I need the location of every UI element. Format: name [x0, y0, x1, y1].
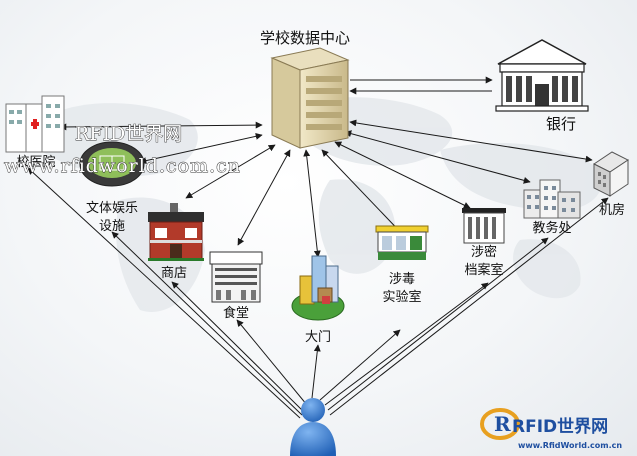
- data-center-label: 学校数据中心: [260, 29, 350, 47]
- hospital-icon: [5, 95, 65, 153]
- entertainment-label-line1: 文体娱乐: [86, 201, 138, 216]
- link-person-lab: [319, 329, 401, 401]
- link-server-gate: [303, 149, 321, 258]
- archive-icon: [462, 208, 506, 244]
- gate-icon: [291, 255, 345, 321]
- link-person-canteen: [236, 319, 308, 406]
- link-person-gate: [311, 344, 321, 399]
- watermark-url: www.rfidworld.com.cn: [4, 155, 241, 177]
- bank-icon: [495, 39, 589, 112]
- shop-label: 商店: [161, 266, 187, 281]
- link-server-machine-room: [349, 119, 593, 163]
- person-icon: [290, 398, 336, 456]
- rfid-logo: R RFID世界网 www.RfidWorld.com.cn: [480, 408, 622, 450]
- connections: [27, 76, 609, 419]
- link-person-hospital: [27, 167, 301, 419]
- lab-label-line2: 实验室: [382, 289, 421, 305]
- logo-url: www.RfidWorld.com.cn: [518, 441, 622, 450]
- gate-label: 大门: [305, 330, 331, 345]
- lab-icon: [375, 225, 429, 260]
- archive-label-line1: 涉密: [471, 244, 497, 260]
- shop-icon: [148, 203, 204, 261]
- academic-office-label: 教务处: [532, 220, 571, 236]
- link-person-academic: [327, 237, 549, 411]
- server-icon: [270, 47, 350, 149]
- academic-office-icon: [523, 179, 581, 219]
- lab-label-line1: 涉毒: [389, 272, 415, 287]
- link-person-machine-room: [329, 197, 609, 416]
- logo-text: RFID世界网: [512, 417, 608, 437]
- machine-room-label: 机房: [599, 202, 625, 218]
- svg-text:R: R: [494, 412, 511, 436]
- entertainment-label-line2: 设施: [99, 219, 125, 234]
- watermark-title: RFID世界网: [75, 123, 182, 145]
- hospital-label: 校医院: [16, 154, 55, 170]
- link-person-archive: [324, 282, 489, 406]
- bank-label: 银行: [546, 115, 576, 133]
- link-server-canteen: [237, 149, 291, 246]
- canteen-icon: [209, 251, 263, 303]
- link-person-entertainment: [111, 231, 303, 416]
- archive-label-line2: 档案室: [464, 262, 503, 278]
- link-person-shop: [171, 281, 305, 413]
- link-server-hospital: [59, 121, 263, 131]
- stadium-icon: [79, 141, 145, 187]
- canteen-label: 食堂: [223, 305, 249, 321]
- machine-room-icon: [593, 151, 629, 197]
